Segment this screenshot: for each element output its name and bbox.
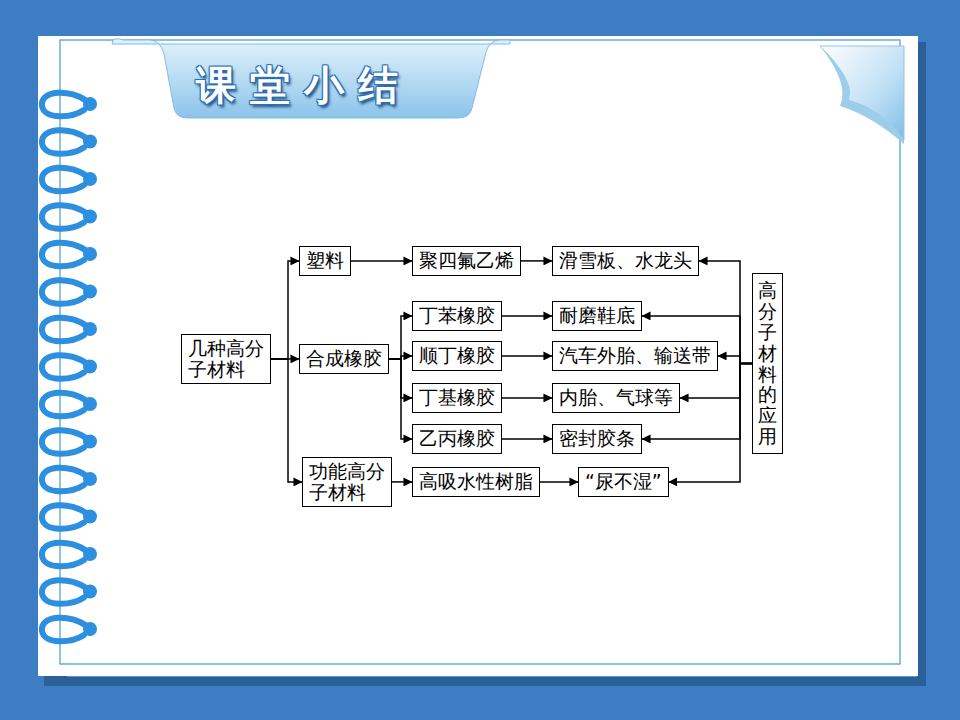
box-label: 塑料: [306, 250, 344, 272]
spiral-ring: [42, 168, 97, 192]
connector-arrow: [271, 359, 302, 482]
box-label: 汽车外胎、输送带: [559, 345, 711, 367]
box-label: 丁基橡胶: [419, 387, 495, 409]
spiral-ring: [42, 280, 97, 304]
connector-arrow: [502, 397, 552, 399]
box-label: 乙丙橡胶: [419, 428, 495, 450]
ring-wire: [42, 355, 88, 379]
concept-box: 滑雪板、水龙头: [552, 246, 699, 276]
spiral-ring: [42, 93, 97, 117]
spiral-ring: [42, 618, 97, 642]
concept-box: 功能高分子材料: [302, 457, 392, 507]
ring-wire: [42, 280, 88, 304]
ring-wire: [42, 168, 88, 192]
concept-box: 合成橡胶: [299, 344, 389, 374]
connector-arrow: [502, 438, 552, 440]
box-label: 密封胶条: [559, 428, 635, 450]
concept-box: 密封胶条: [552, 424, 642, 454]
box-label: “尿不湿”: [585, 471, 662, 493]
spiral-ring: [42, 318, 97, 342]
box-label: 功能高分子材料: [309, 461, 385, 503]
connector-arrow: [502, 315, 552, 317]
box-label: 耐磨鞋底: [559, 305, 635, 327]
spiral-ring: [42, 393, 97, 417]
box-label: 内胎、气球等: [559, 387, 673, 409]
page: [38, 36, 918, 676]
connector-arrow: [271, 261, 299, 359]
box-label: 高分子材料的应用: [758, 280, 777, 447]
ring-wire: [42, 130, 88, 154]
spiral-ring: [42, 468, 97, 492]
concept-box: 内胎、气球等: [552, 383, 680, 413]
application-box: 高分子材料的应用: [752, 273, 783, 454]
title-tab: [112, 39, 510, 118]
box-label: 丁苯橡胶: [419, 305, 495, 327]
ring-wire: [42, 430, 88, 454]
ring-wire: [42, 618, 88, 642]
concept-box: 几种高分子材料: [181, 334, 271, 384]
concept-box: 丁基橡胶: [412, 383, 502, 413]
concept-box: 乙丙橡胶: [412, 424, 502, 454]
box-label: 滑雪板、水龙头: [559, 250, 692, 272]
concept-box: 聚四氟乙烯: [412, 246, 521, 276]
spiral-ring: [42, 543, 97, 567]
concept-box: 顺丁橡胶: [412, 341, 502, 371]
slide-title: 课堂小结: [196, 58, 412, 113]
page-curl-shade: [820, 46, 904, 144]
connector-arrow: [669, 364, 752, 482]
concept-box: 耐磨鞋底: [552, 301, 642, 331]
spiral-ring: [42, 430, 97, 454]
ring-wire: [42, 393, 88, 417]
connector-arrow: [392, 481, 412, 483]
connector-arrow: [389, 316, 412, 359]
page-border: [60, 40, 900, 664]
ring-wire: [42, 318, 88, 342]
connector-arrow: [521, 260, 552, 262]
connector-arrow: [540, 481, 578, 483]
connector-arrow: [389, 359, 412, 439]
box-label: 几种高分子材料: [188, 338, 264, 380]
box-label: 合成橡胶: [306, 348, 382, 370]
concept-box: “尿不湿”: [578, 467, 669, 497]
spiral-ring: [42, 355, 97, 379]
box-label: 高吸水性树脂: [419, 471, 533, 493]
connector-arrow: [718, 356, 752, 364]
spiral-ring: [42, 243, 97, 267]
ring-wire: [42, 243, 88, 267]
ring-wire: [42, 205, 88, 229]
concept-box: 丁苯橡胶: [412, 301, 502, 331]
box-label: 聚四氟乙烯: [419, 250, 514, 272]
concept-box: 汽车外胎、输送带: [552, 341, 718, 371]
spiral-ring: [42, 205, 97, 229]
spiral-ring: [42, 130, 97, 154]
ring-wire: [42, 505, 88, 529]
ring-wire: [42, 93, 88, 117]
spiral-rings: [42, 93, 97, 642]
spiral-ring: [42, 505, 97, 529]
spiral-ring: [42, 580, 97, 604]
ring-wire: [42, 468, 88, 492]
connector-arrow: [502, 355, 552, 357]
concept-box: 塑料: [299, 246, 351, 276]
box-label: 顺丁橡胶: [419, 345, 495, 367]
ring-wire: [42, 580, 88, 604]
connector-arrow: [351, 260, 412, 262]
ring-wire: [42, 543, 88, 567]
concept-box: 高吸水性树脂: [412, 467, 540, 497]
